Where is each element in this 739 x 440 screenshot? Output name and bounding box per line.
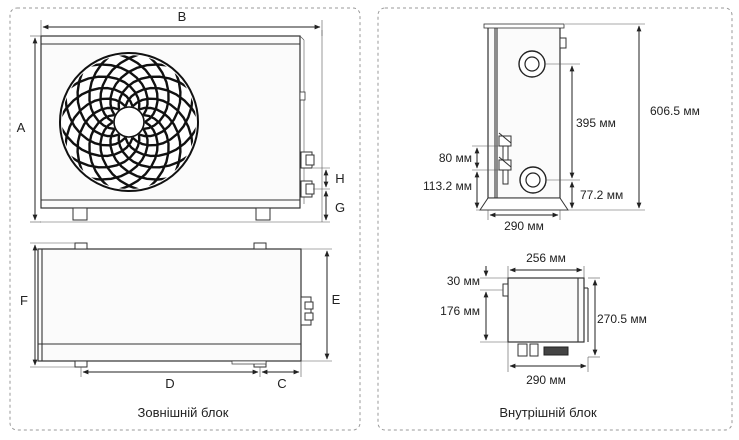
indoor-caption: Внутрішній блок [499,405,597,420]
pipe-spacing-label: 395 мм [576,116,616,130]
fan-blade-line [88,113,121,189]
fan-blade-line [76,63,149,116]
indoor-width-label: 290 мм [504,219,544,233]
fan-blade-line [76,106,120,186]
side-offset-label: 77.2 мм [580,188,623,202]
dim-label-f: F [20,293,28,308]
dim-label-b: B [178,9,187,24]
indoor-top-width-label: 290 мм [526,373,566,387]
dim-label-g: G [335,200,345,215]
indoor-top-height-label: 270.5 мм [597,312,647,326]
dim-label-d: D [165,376,174,391]
outdoor-top-view: F E D C [20,242,341,391]
valve-group [498,132,512,185]
fan-blade-line [138,58,182,138]
indoor-front-view: 606.5 мм 395 мм 77.2 мм 80 мм 113.2 мм 2… [423,23,700,233]
fan-blade-line [131,83,195,147]
fan-grille-icon [59,52,199,192]
fan-blade-line [137,55,170,131]
outdoor-front-view: B A H G [17,9,345,223]
indoor-depth-label: 256 мм [526,251,566,265]
fan-blade-line [104,55,159,123]
offset-top-label: 30 мм [447,274,480,288]
fan-blade-line [99,121,154,189]
fan-blade-line [62,86,134,131]
indoor-height-label: 606.5 мм [650,104,700,118]
indoor-top-view: 256 мм 270.5 мм 30 мм 176 мм 290 мм [440,251,647,387]
outdoor-top-body [37,248,302,362]
outdoor-caption: Зовнішній блок [138,405,229,420]
fan-blade-line [62,75,141,110]
outdoor-pipe-connectors [300,151,315,198]
bottom-height-label: 113.2 мм [423,179,472,193]
outdoor-panel-frame [9,7,361,431]
pipe-offset-label: 80 мм [439,151,472,165]
indoor-top-body [507,277,585,343]
fan-blade-line [124,113,196,158]
fan-blade-line [109,128,182,181]
fan-blade-line [63,97,127,161]
dim-label-a: A [17,120,26,135]
indoor-panel-frame [377,7,733,431]
dim-label-h: H [335,171,344,186]
dim-label-c: C [277,376,286,391]
side-label: 176 мм [440,304,480,318]
dim-label-e: E [332,292,341,307]
fan-blade-line [117,134,196,169]
